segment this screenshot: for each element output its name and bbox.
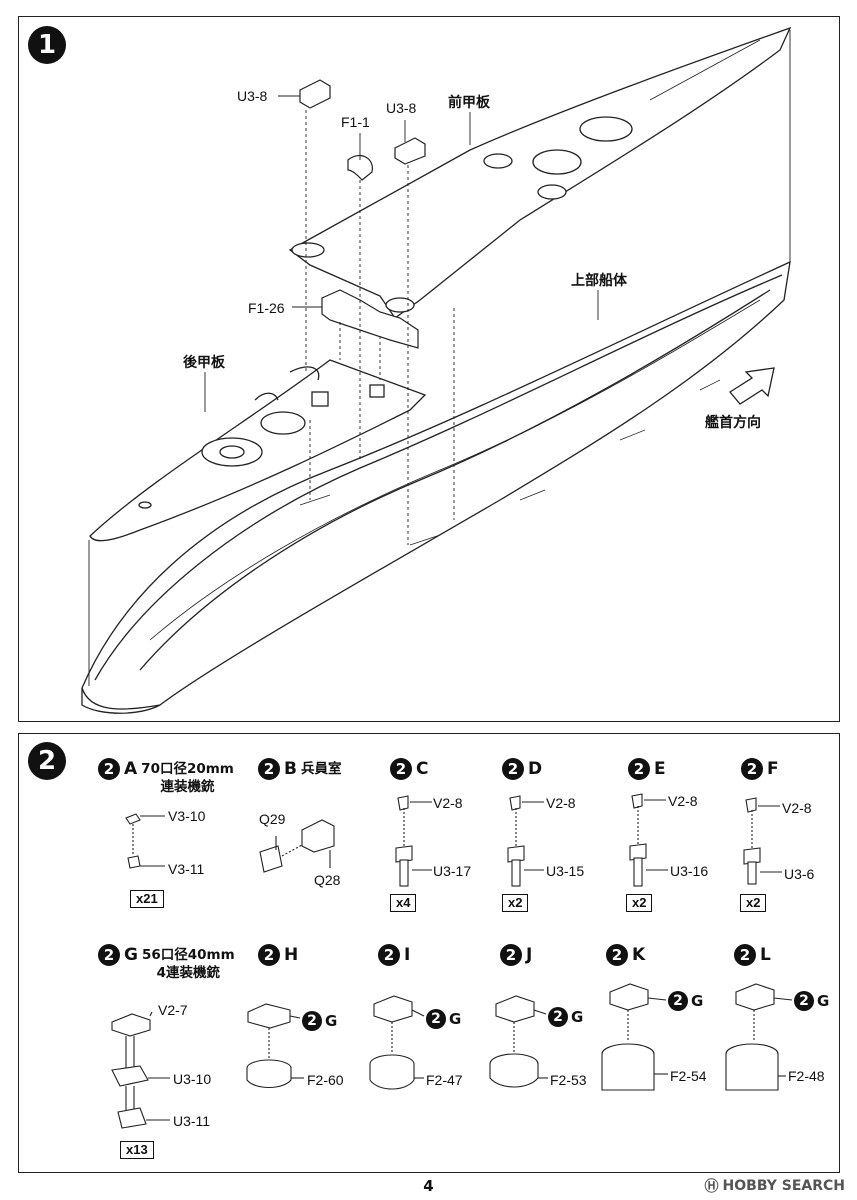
part-label-J-1: F2-53 xyxy=(550,1072,587,1088)
watermark-text: HOBBY SEARCH xyxy=(722,1178,845,1194)
bow-direction-arrow xyxy=(729,367,775,405)
ref-G-for-J: 2 G xyxy=(548,1006,583,1028)
guide-lines-solid xyxy=(88,30,791,686)
part-label-E-1: V2-8 xyxy=(668,793,698,809)
part-label-H-1: F2-60 xyxy=(307,1072,344,1088)
front-deck-drawing xyxy=(288,26,792,319)
upper-hull-drawing xyxy=(81,260,791,714)
rear-deck-drawing xyxy=(89,359,427,542)
watermark-logo-icon: Ⓗ xyxy=(704,1179,719,1195)
subassembly-J-header: 2 J xyxy=(500,944,532,966)
subassembly-F-header: 2 F xyxy=(741,758,779,780)
subassembly-L-header: 2 L xyxy=(734,944,771,966)
part-label-K-1: F2-54 xyxy=(670,1068,707,1084)
subassembly-E-header: 2 E xyxy=(628,758,666,780)
ref-G-for-I: 2 G xyxy=(426,1008,461,1030)
quantity-badge-C: x4 xyxy=(390,894,417,912)
quantity-badge-G: x13 xyxy=(120,1141,154,1159)
subassembly-H-header: 2 H xyxy=(258,944,298,966)
quantity-badge-F: x2 xyxy=(740,894,767,912)
part-label-I-1: F2-47 xyxy=(426,1072,463,1088)
subassembly-I-header: 2 I xyxy=(378,944,410,966)
subassembly-A-header: 2 A 70口径20mm 連装機銃 xyxy=(98,758,234,796)
part-label-E-2: U3-16 xyxy=(670,863,709,879)
subassembly-D-header: 2 D xyxy=(502,758,542,780)
part-label-B-1: Q29 xyxy=(259,811,286,827)
part-label-D-2: U3-15 xyxy=(546,863,585,879)
part-label-A-1: V3-10 xyxy=(168,808,206,824)
part-label-G-2: U3-10 xyxy=(173,1071,212,1087)
label-bow-direction: 艦首方向 xyxy=(705,415,761,431)
guide-lines xyxy=(305,110,455,545)
page-number: 4 xyxy=(423,1177,434,1195)
part-label-G-3: U3-11 xyxy=(173,1113,211,1129)
part-label-F-1: V2-8 xyxy=(782,800,812,816)
label-f1-1: F1-1 xyxy=(341,114,370,130)
ref-G-for-H: 2 G xyxy=(302,1010,337,1032)
small-parts xyxy=(299,79,426,349)
part-label-C-2: U3-17 xyxy=(433,863,472,879)
subassembly-G-header: 2 G 56口径40mm 4連装機銃 xyxy=(98,944,235,982)
ref-G-for-K: 2 G xyxy=(668,990,703,1012)
label-rear-deck: 後甲板 xyxy=(183,355,225,371)
step2-number: 2 xyxy=(28,742,66,780)
step1-number: 1 xyxy=(28,26,66,64)
subassembly-C-header: 2 C xyxy=(390,758,428,780)
label-front-deck: 前甲板 xyxy=(448,95,490,111)
subassembly-B-header: 2 B 兵員室 xyxy=(258,758,341,780)
quantity-badge-E: x2 xyxy=(626,894,653,912)
part-label-F-2: U3-6 xyxy=(784,866,815,882)
quantity-badge-D: x2 xyxy=(502,894,529,912)
part-label-L-1: F2-48 xyxy=(788,1068,825,1084)
label-u3-8-left: U3-8 xyxy=(237,88,268,104)
ref-G-for-L: 2 G xyxy=(794,990,829,1012)
part-label-C-1: V2-8 xyxy=(433,795,463,811)
part-label-B-2: Q28 xyxy=(314,872,341,888)
label-f1-26: F1-26 xyxy=(248,300,285,316)
part-label-G-1: V2-7 xyxy=(158,1002,188,1018)
label-u3-8-mid: U3-8 xyxy=(386,100,417,116)
part-label-A-2: V3-11 xyxy=(168,861,205,877)
quantity-badge-A: x21 xyxy=(130,890,164,908)
subassembly-K-header: 2 K xyxy=(606,944,645,966)
part-label-D-1: V2-8 xyxy=(546,795,576,811)
label-upper-hull: 上部船体 xyxy=(571,273,627,289)
step2-frame xyxy=(18,733,840,1173)
watermark: Ⓗ HOBBY SEARCH xyxy=(705,1176,845,1196)
